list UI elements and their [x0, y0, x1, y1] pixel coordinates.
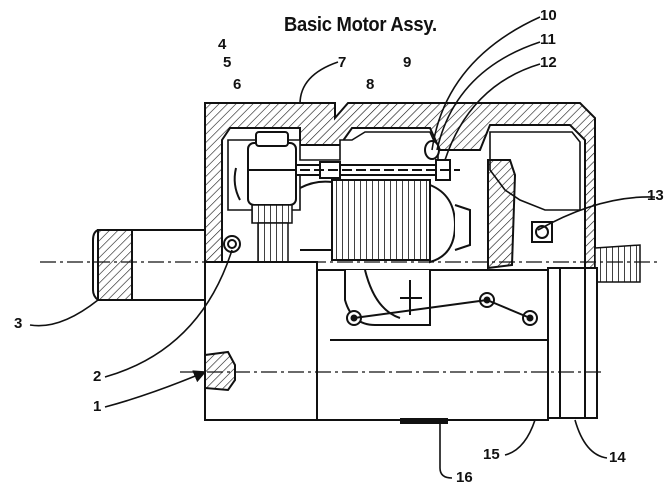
lower-details — [330, 269, 548, 341]
callout-12: 12 — [540, 54, 557, 71]
callout-8: 8 — [366, 76, 375, 93]
callout-7: 7 — [338, 54, 347, 71]
callout-9: 9 — [403, 54, 412, 71]
callout-2: 2 — [93, 368, 102, 385]
callout-6: 6 — [233, 76, 242, 93]
callout-13: 13 — [647, 187, 664, 204]
nameplate-tab — [400, 418, 448, 424]
armature — [299, 179, 471, 264]
output-gear — [594, 244, 641, 283]
callout-1: 1 — [93, 398, 102, 415]
callout-10: 10 — [540, 7, 557, 24]
callout-4: 4 — [218, 36, 227, 53]
callout-15: 15 — [483, 446, 500, 463]
callout-16: 16 — [456, 469, 473, 486]
pinion-block — [233, 131, 297, 206]
callout-5: 5 — [223, 54, 232, 71]
rear-fan — [223, 159, 553, 270]
diagram-title: Basic Motor Assy. — [284, 14, 437, 36]
shaft-flange — [92, 229, 206, 301]
gear-teeth — [251, 204, 293, 264]
callout-3: 3 — [14, 315, 23, 332]
drain-plug — [204, 350, 236, 392]
callout-14: 14 — [609, 449, 626, 466]
callout-11: 11 — [540, 31, 556, 48]
housing-upper — [204, 102, 596, 269]
leader-lines — [29, 16, 656, 479]
tie-bolt — [295, 140, 460, 181]
